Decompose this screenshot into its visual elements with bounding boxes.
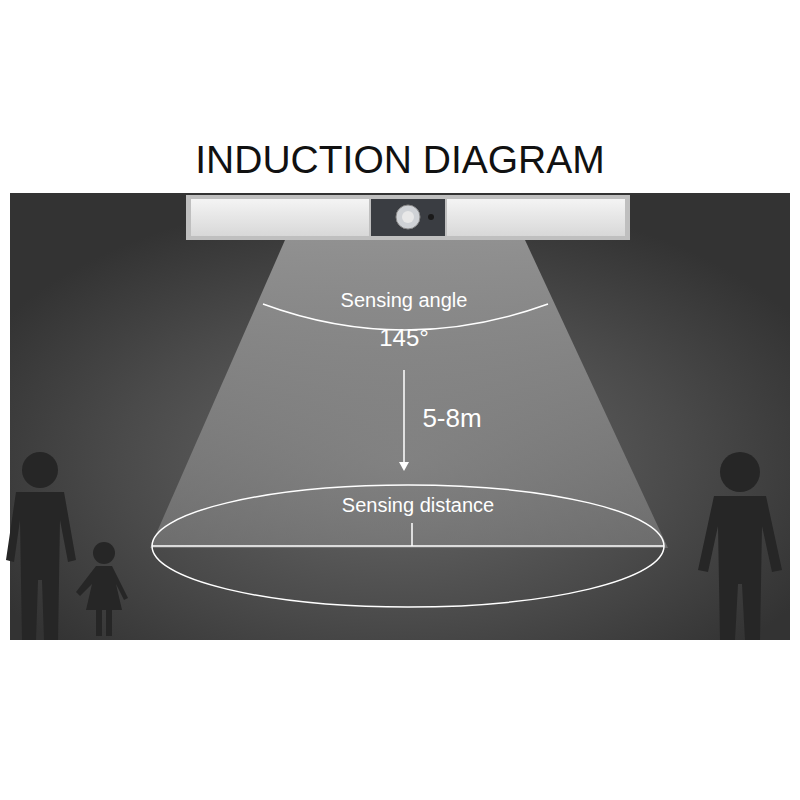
distance-arrow: [403, 370, 405, 464]
node-text: Sensing distance: [342, 494, 494, 517]
sensing-ellipse: Sensing distance: [150, 483, 666, 609]
adult-silhouette: [698, 452, 782, 640]
diagram-title: INDUCTION DIAGRAM: [195, 138, 605, 182]
lamp-panel: [447, 199, 625, 236]
light-sensor: [428, 214, 434, 220]
adult-silhouette: [6, 452, 76, 640]
arrow-head: [399, 462, 409, 471]
lamp-frame: [186, 195, 630, 240]
pir-sensor: [396, 205, 420, 229]
distance-value: 5-8m: [422, 403, 481, 434]
lamp-panel: [191, 199, 369, 236]
angle-value: 145°: [379, 324, 429, 352]
dark-panel: [10, 193, 790, 640]
pir-lens: [402, 211, 414, 223]
sensor-housing: [371, 199, 445, 236]
light-cone: [150, 240, 668, 548]
angle-label: Sensing angle: [341, 289, 468, 312]
child-silhouette: [76, 542, 128, 636]
